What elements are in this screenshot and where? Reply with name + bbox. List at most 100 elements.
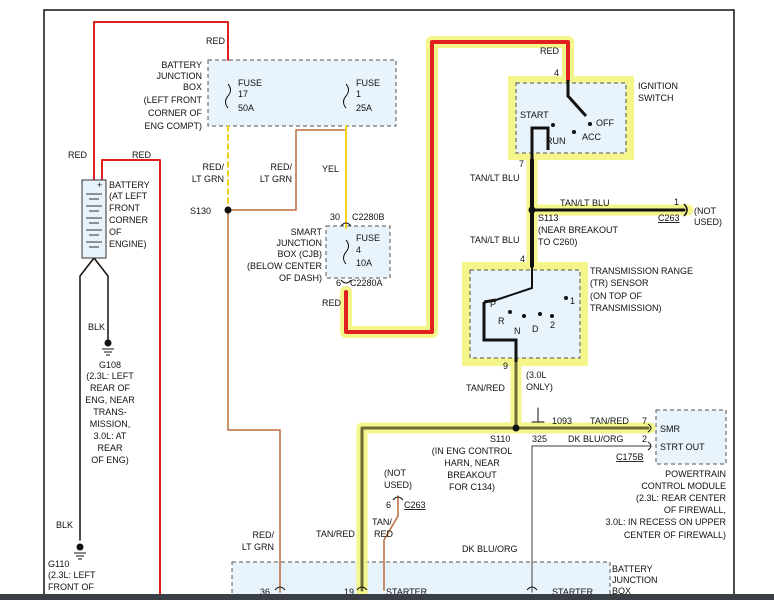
svg-text:TRANSMISSION): TRANSMISSION): [590, 303, 662, 313]
svg-text:IGNITION: IGNITION: [638, 81, 678, 91]
svg-text:4: 4: [356, 245, 361, 255]
svg-text:ENG COMPT): ENG COMPT): [145, 121, 203, 131]
svg-text:FOR C134): FOR C134): [449, 482, 495, 492]
circuit-1093: 1093: [552, 416, 572, 426]
label-tan-red-4: TAN/ RED: [372, 517, 394, 539]
ground-g110-icon: [74, 543, 86, 560]
splice-s130: [224, 206, 232, 214]
splice-s130-label: S130: [190, 206, 211, 216]
svg-text:G108: G108: [99, 360, 121, 370]
connector-c263-2: C263: [404, 500, 426, 510]
tan-red-wire: [360, 360, 518, 592]
ignition-switch-box: [515, 82, 627, 154]
pcm-pin2: 2: [642, 434, 647, 444]
label-yel: YEL: [322, 164, 339, 174]
tr-sensor-title: TRANSMISSION RANGE (TR) SENSOR (ON TOP O…: [590, 266, 693, 313]
svg-text:(2.3L: REAR CENTER: (2.3L: REAR CENTER: [636, 493, 727, 503]
tr-pin9: 9: [503, 361, 508, 371]
battery-symbol: [81, 179, 107, 259]
s113-note: (NEAR BREAKOUT TO C260): [538, 225, 619, 247]
ground-g108-icon: [102, 339, 114, 356]
battery-label: BATTERY (AT LEFT FRONT CORNER OF ENGINE): [109, 180, 150, 249]
svg-text:LT GRN: LT GRN: [242, 542, 274, 552]
tr-pin4: 4: [520, 254, 525, 264]
svg-text:CORNER: CORNER: [109, 215, 149, 225]
c2280a-pin: 6: [336, 278, 341, 288]
svg-text:REAR OF: REAR OF: [90, 383, 131, 393]
red-wire-battery-to-bjb: [93, 21, 229, 181]
label-tan-ltblu-2: TAN/LT BLU: [560, 198, 610, 208]
svg-text:TO C260): TO C260): [538, 237, 577, 247]
fuse17-label: FUSE 17 50A: [238, 78, 262, 113]
splice-s113-label: S113: [538, 213, 558, 223]
window-bottom-bar: [0, 594, 774, 600]
svg-text:(AT LEFT: (AT LEFT: [109, 191, 148, 201]
label-dkblu-org-1: DK BLU/ORG: [568, 434, 624, 444]
pcm-smr: SMR: [660, 424, 681, 434]
red-ltgrn-to-fuse1: [227, 129, 347, 211]
splice-s110-label: S110: [490, 434, 510, 444]
circuit-325: 325: [532, 434, 547, 444]
svg-text:G110: G110: [48, 559, 69, 569]
svg-text:(IN ENG CONTROL: (IN ENG CONTROL: [432, 446, 513, 456]
ign-start: START: [520, 110, 549, 120]
svg-text:BOX (CJB): BOX (CJB): [277, 249, 322, 259]
connector-c2280a: C2280A: [350, 278, 383, 288]
bjb-title: BATTERY JUNCTION BOX (LEFT FRONT CORNER …: [144, 60, 203, 131]
cjb-title: SMART JUNCTION BOX (CJB) (BELOW CENTER O…: [247, 227, 323, 283]
svg-text:LT GRN: LT GRN: [260, 174, 292, 184]
svg-text:OF FIREWALL,: OF FIREWALL,: [664, 505, 726, 515]
battery-cells: [86, 193, 102, 248]
label-red-ltgrn-1: RED/ LT GRN: [192, 162, 225, 184]
fuse1-label: FUSE 1 25A: [356, 78, 380, 113]
svg-text:50A: 50A: [238, 103, 254, 113]
svg-text:RED/: RED/: [252, 530, 274, 540]
svg-text:(NEAR BREAKOUT: (NEAR BREAKOUT: [538, 225, 619, 235]
label-red-ltgrn-2: RED/ LT GRN: [260, 162, 293, 184]
battery-junction-box-top: [207, 59, 397, 127]
svg-text:JUNCTION: JUNCTION: [157, 71, 203, 81]
svg-text:POWERTRAIN: POWERTRAIN: [665, 469, 726, 479]
cjb-connector-markers: [340, 222, 352, 284]
label-red-top: RED: [206, 36, 226, 46]
tr-p: P: [490, 299, 496, 309]
c263-pin6: 6: [386, 500, 391, 510]
starter-label-2: STARTER: [552, 587, 594, 597]
svg-text:25A: 25A: [356, 103, 372, 113]
red-wire-to-ignition: [344, 40, 570, 334]
svg-text:RED/: RED/: [202, 162, 224, 172]
label-dkblu-org-2: DK BLU/ORG: [462, 544, 518, 554]
blk-wire-g110: [79, 257, 95, 541]
svg-text:1: 1: [356, 89, 361, 99]
pcm-strt-out: STRT OUT: [660, 442, 705, 452]
blk-wire-g108: [93, 257, 109, 341]
tap-1093: [531, 407, 545, 423]
ign-acc: ACC: [582, 132, 602, 142]
svg-text:BREAKOUT: BREAKOUT: [447, 470, 497, 480]
ign-off: OFF: [596, 118, 614, 128]
svg-text:SMART: SMART: [291, 227, 323, 237]
connector-c175b: C175B: [616, 452, 644, 462]
svg-text:FUSE: FUSE: [356, 78, 380, 88]
three-liter-only: (3.0L ONLY): [526, 370, 553, 392]
svg-text:BOX: BOX: [612, 586, 631, 596]
svg-text:REAR: REAR: [97, 443, 123, 453]
svg-text:BATTERY: BATTERY: [109, 180, 150, 190]
svg-text:FRONT: FRONT: [109, 203, 140, 213]
connector-c2280b: C2280B: [352, 212, 385, 222]
svg-text:(NOT: (NOT: [694, 206, 716, 216]
label-tan-red-3: TAN/RED: [316, 529, 355, 539]
svg-text:(2.3L: LEFT: (2.3L: LEFT: [48, 570, 96, 580]
ign-pin7: 7: [519, 159, 524, 169]
tr-r: R: [498, 316, 505, 326]
label-red-left1: RED: [68, 150, 88, 160]
pcm-box: [655, 409, 727, 465]
tr-sensor-contacts: [482, 266, 568, 362]
svg-text:(LEFT FRONT: (LEFT FRONT: [144, 95, 203, 105]
c2280b-pin: 30: [330, 212, 340, 222]
svg-text:TAN/: TAN/: [372, 517, 392, 527]
svg-text:(3.0L: (3.0L: [526, 370, 547, 380]
svg-text:TRANSMISSION RANGE: TRANSMISSION RANGE: [590, 266, 693, 276]
svg-text:ENGINE): ENGINE): [109, 239, 147, 249]
svg-text:FUSE: FUSE: [238, 78, 262, 88]
